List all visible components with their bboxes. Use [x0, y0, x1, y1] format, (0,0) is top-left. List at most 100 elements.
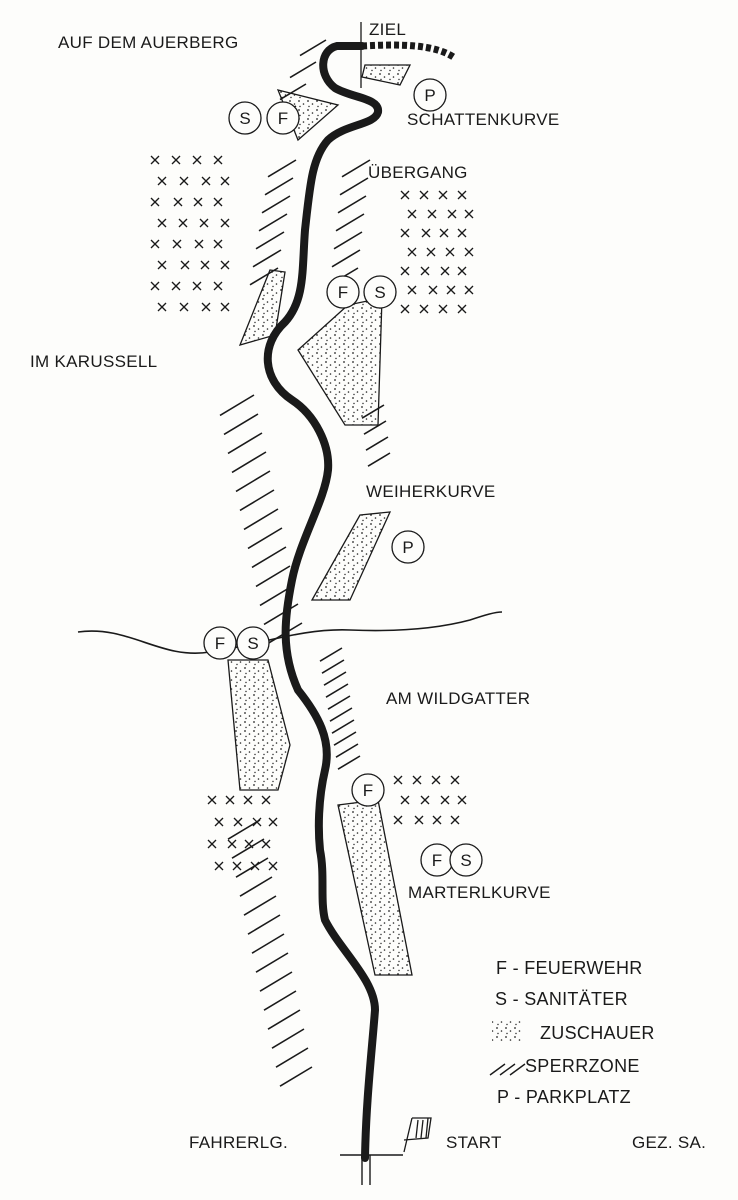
cross-mark	[420, 266, 430, 276]
marker-letter: F	[363, 781, 373, 800]
marker-letter: F	[432, 851, 442, 870]
hatch-line	[335, 743, 359, 758]
cross-mark	[400, 795, 410, 805]
marker-f: F	[203, 626, 237, 660]
hatch-line	[223, 413, 259, 436]
cross-mark	[225, 795, 235, 805]
cross-mark	[213, 281, 223, 291]
hatch-line	[331, 249, 361, 268]
hatch-line	[299, 39, 327, 57]
marker-letter: F	[215, 634, 225, 653]
cross-mark	[400, 266, 410, 276]
hatch-line	[327, 695, 351, 710]
hatch-line	[227, 432, 263, 455]
hatch-line	[329, 707, 353, 722]
hatch-line	[231, 838, 265, 859]
marker-letter: S	[374, 283, 385, 302]
cross-mark	[220, 302, 230, 312]
cross-mark	[445, 247, 455, 257]
label-marterlkurve: MARTERLKURVE	[408, 883, 551, 902]
cross-mark	[150, 239, 160, 249]
hatch-line	[243, 895, 277, 916]
finish-path-dotted	[361, 41, 458, 61]
hatch-line	[264, 177, 294, 196]
cross-mark	[200, 260, 210, 270]
marker-f: F	[351, 773, 385, 807]
cross-mark	[261, 795, 271, 805]
hatch-line	[267, 1009, 301, 1030]
cross-mark	[214, 817, 224, 827]
cross-mark	[220, 260, 230, 270]
spectator-area	[310, 511, 392, 601]
marker-f: F	[420, 843, 454, 877]
cross-mark	[427, 209, 437, 219]
cross-mark	[157, 218, 167, 228]
cross-mark	[172, 239, 182, 249]
hatch-line	[267, 159, 297, 178]
cross-mark	[419, 190, 429, 200]
label-karussell: IM KARUSSELL	[30, 352, 158, 371]
hatch-line	[263, 990, 297, 1011]
cross-mark	[178, 218, 188, 228]
hatch-line	[258, 213, 288, 232]
marker-letter: P	[402, 538, 413, 557]
hatch-line	[252, 249, 282, 268]
cross-mark	[173, 197, 183, 207]
cross-mark	[232, 861, 242, 871]
label-ziel: ZIEL	[369, 20, 407, 39]
hatch-line	[339, 177, 369, 196]
label-weiherkurve: WEIHERKURVE	[366, 482, 496, 501]
hatch-line	[247, 527, 283, 550]
marker-letter: S	[247, 634, 258, 653]
cross-mark	[438, 304, 448, 314]
cross-mark	[464, 285, 474, 295]
cross-mark	[213, 197, 223, 207]
label-wildgatter: AM WILDGATTER	[386, 689, 531, 708]
marker-f: F	[266, 101, 300, 135]
cross-mark	[261, 839, 271, 849]
marker-s: S	[236, 626, 270, 660]
legend-zuschauer-swatch	[492, 1021, 522, 1041]
legend-sperrzone-swatch	[489, 1063, 526, 1076]
cross-mark	[192, 281, 202, 291]
hatch-line	[365, 436, 389, 451]
cross-mark	[464, 209, 474, 219]
cross-mark	[464, 247, 474, 257]
cross-mark	[407, 209, 417, 219]
hatch-line	[325, 683, 349, 698]
hatch-line	[341, 159, 371, 178]
cross-mark	[227, 839, 237, 849]
cross-mark	[220, 218, 230, 228]
cross-mark	[171, 281, 181, 291]
cross-mark	[400, 190, 410, 200]
hatch-line	[279, 1066, 313, 1087]
hatch-line	[337, 195, 367, 214]
cross-mark	[268, 861, 278, 871]
hatch-line	[319, 647, 343, 662]
marker-s: S	[449, 843, 483, 877]
cross-mark	[457, 190, 467, 200]
label-schattenkurve: SCHATTENKURVE	[407, 110, 560, 129]
hatch-line	[323, 671, 347, 686]
spectator-area	[297, 297, 383, 426]
hatch-line	[239, 489, 275, 512]
hatch-line	[261, 195, 291, 214]
cross-mark	[432, 815, 442, 825]
cross-mark	[157, 260, 167, 270]
cross-mark	[180, 260, 190, 270]
cross-mark	[150, 281, 160, 291]
cross-mark	[199, 218, 209, 228]
river	[77, 611, 503, 654]
hatch-line	[335, 213, 365, 232]
hatch-line	[255, 952, 289, 973]
marker-letter: F	[278, 109, 288, 128]
marker-s: S	[228, 101, 262, 135]
hatch-line	[333, 231, 363, 250]
cross-mark	[400, 304, 410, 314]
marker-p: P	[391, 530, 425, 564]
legend-symbols	[489, 1021, 526, 1076]
hatch-line	[333, 731, 357, 746]
legend-parkplatz: P - PARKPLATZ	[497, 1087, 631, 1107]
